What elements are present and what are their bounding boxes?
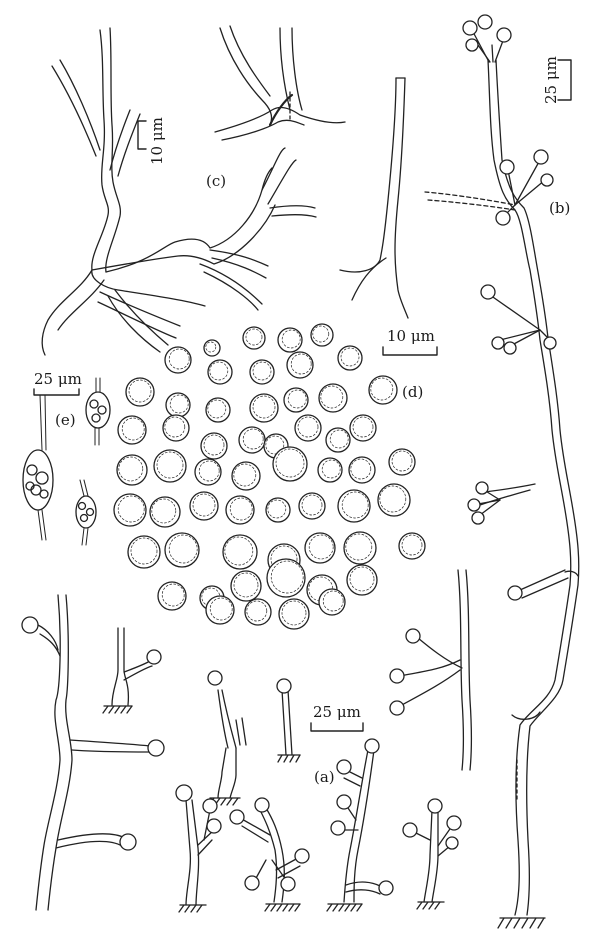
sporangium-inner-wall [131, 538, 157, 564]
panel-d-sporangia-cluster [114, 324, 425, 629]
sporangium-inner-wall [392, 451, 412, 471]
sporangium-inner-wall [208, 400, 226, 418]
sporangium-inner-wall [247, 601, 267, 621]
sporangium-inner-wall [402, 535, 422, 555]
panel-a-sporangiophores [36, 570, 472, 912]
sporangium-inner-wall [322, 460, 340, 478]
sporangium-inner-wall [169, 535, 197, 563]
sporangium-inner-wall [210, 598, 232, 620]
sporangium-inner-wall [271, 561, 303, 593]
sporangium-inner-wall [298, 417, 318, 437]
sporangium-inner-wall [282, 330, 300, 348]
sporangium-inner-wall [193, 494, 215, 516]
sporangium-inner-wall [313, 326, 329, 342]
sporangium-inner-wall [309, 535, 333, 559]
panel-b-sporangiophore [425, 30, 579, 928]
sporangium-inner-wall [353, 417, 373, 437]
sporangium-inner-wall [288, 390, 306, 408]
sporangium-inner-wall [234, 464, 256, 486]
panel-b-sporangia [463, 15, 556, 600]
scale-label-b: 25 μm [542, 56, 560, 104]
sporangium-inner-wall [162, 584, 184, 606]
sporangium-inner-wall [380, 486, 406, 512]
panel-c-hyphae [42, 28, 316, 355]
sporangium-inner-wall [122, 418, 144, 440]
sporangium-inner-wall [276, 449, 304, 477]
sporangium-inner-wall [330, 430, 348, 448]
panel-c-single-hypha [340, 78, 408, 318]
sporangium-inner-wall [246, 329, 262, 345]
sporangium-inner-wall [371, 378, 393, 400]
sporangium-inner-wall [268, 500, 286, 518]
panel-label-b: (b) [549, 199, 571, 217]
sporangium-inner-wall [118, 496, 144, 522]
panel-label-d: (d) [402, 383, 424, 401]
sporangium-inner-wall [253, 362, 271, 380]
sporangium-inner-wall [152, 499, 176, 523]
sporangium-inner-wall [225, 537, 253, 565]
sporangium-inner-wall [165, 417, 185, 437]
sporangium-inner-wall [291, 354, 311, 374]
sporangium-inner-wall [253, 396, 275, 418]
sporangium-inner-wall [321, 386, 343, 408]
panel-label-c: (c) [206, 172, 227, 190]
sporangium-inner-wall [206, 342, 216, 352]
scale-label-a: 25 μm [313, 703, 361, 721]
sporangium-inner-wall [323, 591, 343, 611]
sporangium-inner-wall [129, 380, 151, 402]
sporangium-inner-wall [341, 348, 359, 366]
scale-label-e: 25 μm [34, 370, 82, 388]
sporangium-inner-wall [170, 395, 188, 413]
panel-c-branch-detail [215, 26, 345, 140]
scale-label-c: 10 μm [148, 117, 166, 165]
sporangium-inner-wall [266, 436, 284, 454]
sporangium-inner-wall [234, 573, 258, 597]
sporangium-inner-wall [169, 349, 189, 369]
panel-a-sporangia [22, 617, 461, 895]
sporangium-inner-wall [346, 534, 372, 560]
panel-label-e: (e) [55, 411, 76, 429]
panel-e-swellings [23, 378, 110, 545]
sporangium-inner-wall [350, 567, 374, 591]
sporangium-inner-wall [302, 495, 322, 515]
sporangium-inner-wall [351, 459, 371, 479]
sporangium-inner-wall [157, 452, 183, 478]
scale-bar-lines [34, 60, 571, 731]
sporangium-inner-wall [119, 457, 143, 481]
sporangium-inner-wall [199, 461, 219, 481]
panel-label-a: (a) [314, 768, 335, 786]
sporangium-inner-wall [210, 362, 228, 380]
sporangium-inner-wall [204, 435, 224, 455]
sporangium-inner-wall [230, 498, 252, 520]
sporangium-inner-wall [243, 429, 263, 449]
sporangium-inner-wall [282, 601, 306, 625]
scale-label-d: 10 μm [387, 327, 435, 345]
sporangium-inner-wall [342, 492, 368, 518]
